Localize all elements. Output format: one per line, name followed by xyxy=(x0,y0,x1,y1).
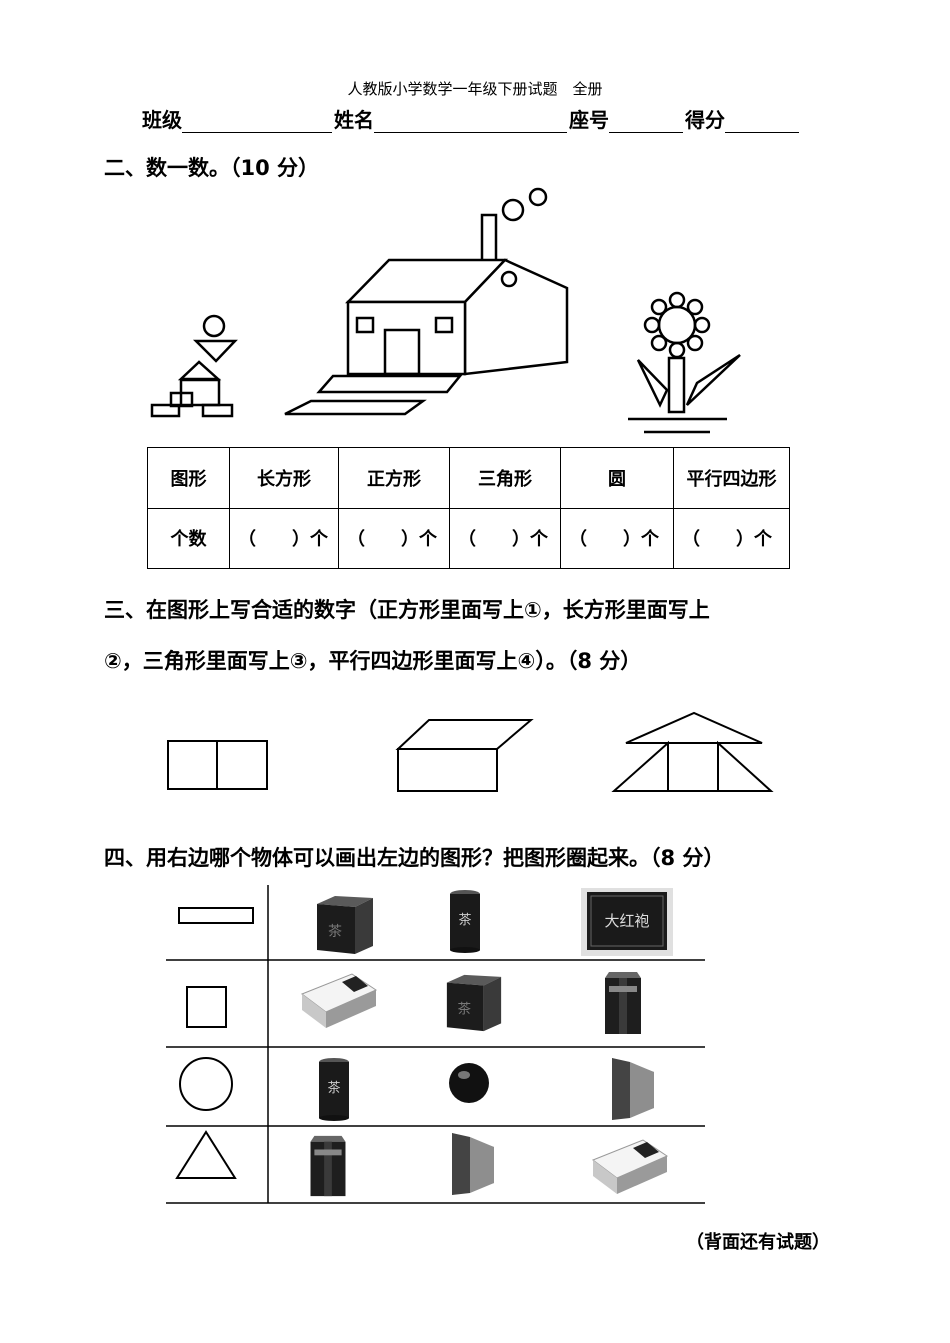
q4-title: 四、用右边哪个物体可以画出左边的图形？把图形圈起来。（8 分） xyxy=(104,846,725,870)
col-parallelogram: 平行四边形 xyxy=(673,447,790,509)
score-label: 得分 xyxy=(685,108,725,132)
row-header-count: 个数 xyxy=(147,507,230,569)
shape-house xyxy=(284,187,569,416)
table-row: 个数 （ ）个 （ ）个 （ ）个 （ ）个 （ ）个 xyxy=(147,507,790,569)
dahongpao-gift-box-icon[interactable]: 大红袍 xyxy=(581,888,673,956)
circle-icon xyxy=(179,1057,233,1111)
score-blank[interactable] xyxy=(725,112,799,133)
shape-flower xyxy=(628,291,741,434)
white-gift-box-icon[interactable] xyxy=(589,1136,669,1198)
seat-label: 座号 xyxy=(569,108,609,132)
col-triangle: 三角形 xyxy=(449,447,561,509)
answer-cell-square[interactable]: （ ）个 xyxy=(338,507,450,569)
q2-picture xyxy=(150,187,741,434)
q3-two-squares[interactable] xyxy=(167,740,268,790)
black-tea-cube-box-icon[interactable]: 茶 xyxy=(313,892,377,956)
triangular-prism-icon[interactable] xyxy=(450,1131,496,1197)
triangular-prism-icon[interactable] xyxy=(610,1056,656,1122)
document-header: 人教版小学数学一年级下册试题 全册 xyxy=(347,80,603,98)
q3-box-shape[interactable] xyxy=(395,719,534,792)
tea-can-icon[interactable]: 茶 xyxy=(447,888,483,954)
class-blank[interactable] xyxy=(182,112,332,133)
triangle-icon xyxy=(175,1130,237,1179)
svg-text:茶: 茶 xyxy=(327,1080,340,1096)
hexagonal-tea-can-icon[interactable] xyxy=(603,968,643,1038)
svg-text:茶: 茶 xyxy=(458,1002,472,1018)
q4-grid xyxy=(166,885,705,1204)
square-icon xyxy=(186,986,227,1028)
answer-cell-circle[interactable]: （ ）个 xyxy=(560,507,674,569)
q3-title-line2: ②，三角形里面写上③，平行四边形里面写上④）。（8 分） xyxy=(104,649,642,673)
seat-blank[interactable] xyxy=(609,112,683,133)
student-info-line: 班级 姓名 座号 得分 xyxy=(142,104,801,133)
answer-cell-parallelogram[interactable]: （ ）个 xyxy=(673,507,790,569)
rectangle-icon xyxy=(178,907,254,924)
col-rectangle: 长方形 xyxy=(229,447,339,509)
svg-text:大红袍: 大红袍 xyxy=(604,912,649,930)
name-blank[interactable] xyxy=(374,112,567,133)
class-label: 班级 xyxy=(142,108,182,132)
col-square: 正方形 xyxy=(338,447,450,509)
q2-title: 二、数一数。（10 分） xyxy=(104,156,320,180)
answer-cell-triangle[interactable]: （ ）个 xyxy=(449,507,561,569)
table-row: 图形 长方形 正方形 三角形 圆 平行四边形 xyxy=(147,447,790,509)
answer-cell-rectangle[interactable]: （ ）个 xyxy=(229,507,339,569)
row-header-shape: 图形 xyxy=(147,447,230,509)
count-table: 图形 长方形 正方形 三角形 圆 平行四边形 个数 （ ）个 （ ）个 （ ）个… xyxy=(147,447,790,569)
q3-title-line1: 三、在图形上写合适的数字（正方形里面写上①，长方形里面写上 xyxy=(104,598,710,622)
shape-person-figure xyxy=(150,314,238,418)
white-gift-box-icon[interactable] xyxy=(298,970,378,1032)
svg-text:茶: 茶 xyxy=(328,924,342,940)
black-ball-icon[interactable] xyxy=(448,1062,490,1104)
name-label: 姓名 xyxy=(334,108,374,132)
col-circle: 圆 xyxy=(560,447,674,509)
hexagonal-tea-can-icon[interactable] xyxy=(308,1132,348,1200)
tea-can-icon[interactable]: 茶 xyxy=(316,1056,352,1122)
q3-shapes xyxy=(167,711,774,792)
svg-text:茶: 茶 xyxy=(458,912,471,928)
black-tea-cube-box-icon[interactable]: 茶 xyxy=(443,970,505,1034)
q3-tent-shape[interactable] xyxy=(611,711,774,792)
footer-note: （背面还有试题） xyxy=(686,1232,830,1253)
